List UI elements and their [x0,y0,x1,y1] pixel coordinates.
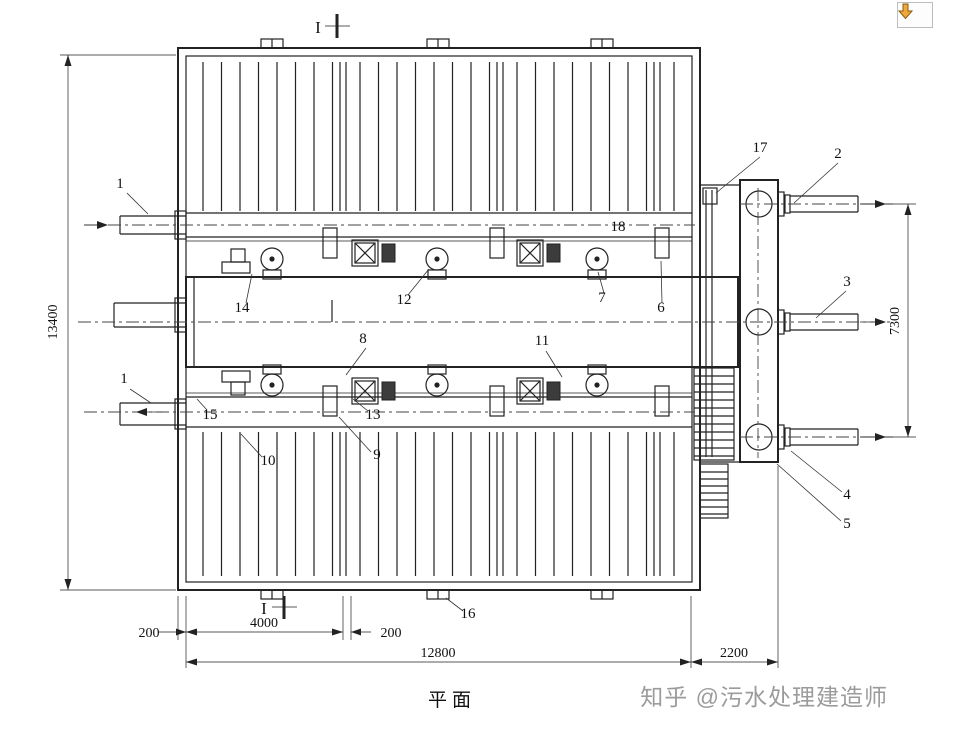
flow-arrows [84,200,886,441]
section-mark-bottom: I [261,599,267,618]
drawing-title: 平面 [428,690,476,711]
dimension-height-total: 13400 [46,54,176,591]
callout-16: 16 [461,606,477,622]
dim-13400: 13400 [46,305,61,340]
callout-13: 13 [366,407,381,423]
callout-7: 7 [598,290,606,306]
callout-14: 14 [235,300,251,316]
centerlines [78,188,893,458]
dimension-bottom-group: 200 4000 200 12800 2200 [139,466,779,668]
callout-4: 4 [843,487,851,503]
gate-and-drive-units [221,227,670,417]
callout-9: 9 [373,447,381,463]
callout-numbers: 17 2 1 18 3 14 12 7 6 8 11 1 15 13 9 10 … [116,140,851,622]
dim-12800: 12800 [421,646,456,661]
watermark-text: 知乎 @污水处理建造师 [640,684,888,710]
callout-15: 15 [203,407,218,423]
callout-10: 10 [261,453,276,469]
section-mark-top: I [315,18,321,37]
inlet-pipes-left [113,210,187,430]
baffle-plates-bottom [202,432,675,576]
callout-17: 17 [753,140,769,156]
section-marks: I I [261,14,350,619]
callout-3: 3 [843,274,851,290]
baffle-plates-top [202,62,675,211]
dimension-outlet-height: 7300 [862,203,916,438]
callout-18: 18 [611,219,626,235]
tank-outline [177,47,701,591]
callout-11: 11 [535,333,549,349]
callout-6: 6 [657,300,665,316]
download-arrow-icon [898,3,913,20]
callout-1-top: 1 [116,176,124,192]
dim-200-left: 200 [139,626,160,641]
callout-5: 5 [843,516,851,532]
download-button[interactable] [897,2,933,28]
callout-leaders [126,156,847,612]
callout-2: 2 [834,146,842,162]
callout-12: 12 [397,292,412,308]
dim-4000: 4000 [250,616,278,631]
dim-2200: 2200 [720,646,748,661]
dim-7300: 7300 [888,307,903,335]
outlet-chamber [700,179,859,463]
callout-8: 8 [359,331,367,347]
callout-1-bottom: 1 [120,371,128,387]
dim-200-mid: 200 [381,626,402,641]
